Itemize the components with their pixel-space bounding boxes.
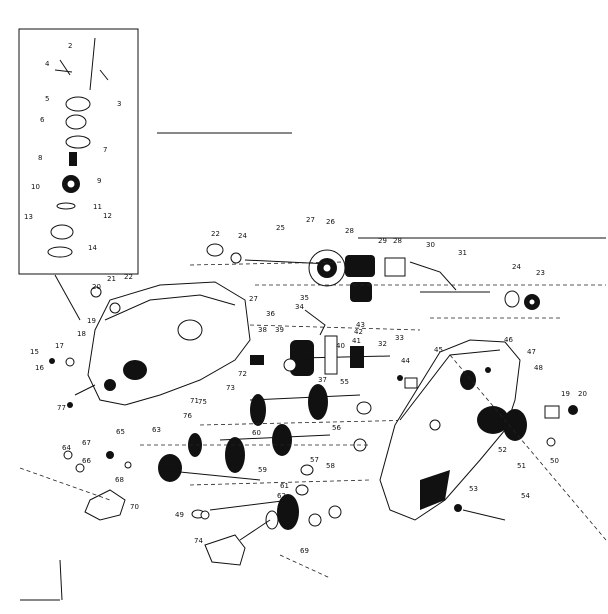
callout: 18 xyxy=(77,330,86,338)
callout: 23 xyxy=(536,269,545,277)
callout: 59 xyxy=(258,466,267,474)
callout: 66 xyxy=(82,457,91,465)
callout: 6 xyxy=(40,116,45,124)
callout: 74 xyxy=(194,537,203,545)
callout: 36 xyxy=(266,310,275,318)
callout: 68 xyxy=(115,476,124,484)
callout: 24 xyxy=(512,263,521,271)
callout: 63 xyxy=(152,426,161,434)
callout: 2 xyxy=(68,42,72,50)
callout: 46 xyxy=(504,336,513,344)
callout: 35 xyxy=(300,294,309,302)
callout: 44 xyxy=(401,357,410,365)
upper-shaft-assembly xyxy=(189,243,606,319)
callout: 19 xyxy=(561,390,570,398)
callout: 60 xyxy=(252,429,261,437)
callout: 38 xyxy=(258,326,267,334)
callout: 67 xyxy=(82,439,91,447)
callout: 12 xyxy=(103,212,112,220)
callout: 25 xyxy=(276,224,285,232)
callout: 16 xyxy=(35,364,44,372)
callout: 34 xyxy=(295,303,304,311)
callout: 71 xyxy=(190,397,199,405)
callout: 45 xyxy=(434,346,443,354)
callout: 21 xyxy=(107,275,116,283)
left-case-half xyxy=(49,281,251,408)
callout: 33 xyxy=(395,334,404,342)
callout: 52 xyxy=(498,446,507,454)
callout: 32 xyxy=(378,340,387,348)
callout: 3 xyxy=(117,100,121,108)
center-gear-cluster xyxy=(140,309,421,530)
callout: 64 xyxy=(62,444,71,452)
callout: 22 xyxy=(124,273,133,281)
right-case-half xyxy=(379,339,607,541)
callout: 5 xyxy=(45,95,49,103)
lower-left-parts xyxy=(19,450,331,601)
callout: 77 xyxy=(57,404,66,412)
callout: 41 xyxy=(352,337,361,345)
callout: 48 xyxy=(534,364,543,372)
callout: 19 xyxy=(87,317,96,325)
callout: 70 xyxy=(130,503,139,511)
callout: 4 xyxy=(45,60,50,68)
callout: 65 xyxy=(116,428,125,436)
callout: 61 xyxy=(280,482,289,490)
callout: 49 xyxy=(175,511,184,519)
callout: 75 xyxy=(198,398,207,406)
callout: 30 xyxy=(426,241,435,249)
callout: 42 xyxy=(354,328,363,336)
callout: 50 xyxy=(550,457,559,465)
callout: 55 xyxy=(340,378,349,386)
callout: 54 xyxy=(521,492,530,500)
callout: 17 xyxy=(55,342,64,350)
callout: 26 xyxy=(326,218,335,226)
callout: 28 xyxy=(345,227,354,235)
callout: 69 xyxy=(300,547,309,555)
callout: 56 xyxy=(332,424,341,432)
callout: 28 xyxy=(393,237,402,245)
callout: 15 xyxy=(30,348,39,356)
callout: 8 xyxy=(38,154,42,162)
callout: 13 xyxy=(24,213,33,221)
inset-detail xyxy=(18,28,139,275)
callout: 24 xyxy=(238,232,247,240)
callout: 29 xyxy=(378,237,387,245)
callout: 39 xyxy=(275,326,284,334)
callout: 51 xyxy=(517,462,526,470)
callout: 76 xyxy=(183,412,192,420)
callout: 53 xyxy=(469,485,478,493)
callout: 7 xyxy=(103,146,107,154)
callout: 72 xyxy=(238,370,247,378)
callout: 58 xyxy=(326,462,335,470)
callout: 9 xyxy=(97,177,101,185)
callout: 14 xyxy=(88,244,97,252)
callout: 31 xyxy=(458,249,467,257)
callout: 10 xyxy=(31,183,40,191)
callout: 11 xyxy=(93,203,102,211)
callout: 27 xyxy=(306,216,315,224)
callout: 43 xyxy=(356,321,365,329)
callout: 20 xyxy=(92,283,101,291)
callout: 47 xyxy=(527,348,536,356)
callout: 37 xyxy=(318,376,327,384)
callout-labels: 2 4 5 3 6 7 8 9 10 11 12 13 14 22 24 25 … xyxy=(24,42,587,555)
callout: 57 xyxy=(310,456,319,464)
callout: 73 xyxy=(226,384,235,392)
callout: 40 xyxy=(336,342,345,350)
callout: 22 xyxy=(211,230,220,238)
callout: 20 xyxy=(578,390,587,398)
callout: 27 xyxy=(249,295,258,303)
inset-frame xyxy=(18,28,139,275)
callout: 62 xyxy=(277,492,286,500)
